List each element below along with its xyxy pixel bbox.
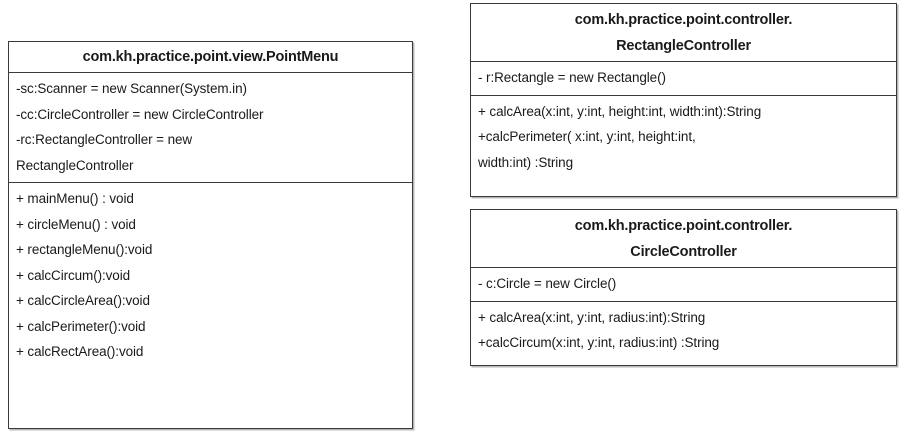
class-title-line: com.kh.practice.point.controller. [574,218,793,234]
attribute-row: - c:Circle = new Circle() [478,276,617,291]
method-row: + calcArea(x:int, y:int, radius:int):Str… [478,309,706,325]
method-row: +calcCircum(x:int, y:int, radius:int) :S… [478,335,720,350]
method-row: + calcCircleArea():void [16,293,150,308]
class-title-circlecontroller: com.kh.practice.point.controller. Circle… [471,210,896,268]
methods-compartment-circlecontroller: + calcArea(x:int, y:int, radius:int):Str… [471,300,896,360]
class-title-line: com.kh.practice.point.controller. [574,12,793,28]
attributes-compartment-circlecontroller: - c:Circle = new Circle() [471,268,896,301]
method-row: + calcPerimeter():void [16,318,146,334]
attribute-row-continuation: RectangleController [16,157,134,173]
method-row: + rectangleMenu():void [16,242,153,257]
methods-compartment-pointmenu: + mainMenu() : void + circleMenu() : voi… [9,182,412,369]
method-row: + circleMenu() : void [16,216,136,232]
methods-compartment-rectanglecontroller: + calcArea(x:int, y:int, height:int, wid… [471,94,896,180]
attribute-row: -cc:CircleController = new CircleControl… [16,106,264,122]
method-row: + calcArea(x:int, y:int, height:int, wid… [478,103,762,119]
class-title-line: com.kh.practice.point.view.PointMenu [82,49,339,65]
attribute-row: -rc:RectangleController = new [16,132,193,147]
method-row: + calcRectArea():void [16,344,144,359]
uml-class-circlecontroller: com.kh.practice.point.controller. Circle… [470,209,897,366]
class-title-pointmenu: com.kh.practice.point.view.PointMenu [9,42,412,73]
attribute-row: - r:Rectangle = new Rectangle() [478,70,666,85]
method-row: + calcCircum():void [16,267,130,283]
uml-class-rectanglecontroller: com.kh.practice.point.controller. Rectan… [470,3,897,197]
attribute-row: -sc:Scanner = new Scanner(System.in) [16,81,247,96]
attributes-compartment-pointmenu: -sc:Scanner = new Scanner(System.in) -cc… [9,73,412,182]
class-title-line: CircleController [630,244,737,260]
method-row: +calcPerimeter( x:int, y:int, height:int… [478,129,696,144]
attributes-compartment-rectanglecontroller: - r:Rectangle = new Rectangle() [471,62,896,95]
class-title-line: RectangleController [616,38,751,54]
uml-class-pointmenu: com.kh.practice.point.view.PointMenu -sc… [8,41,413,429]
method-row-continuation: width:int) :String [478,154,573,170]
method-row: + mainMenu() : void [16,191,134,206]
class-title-rectanglecontroller: com.kh.practice.point.controller. Rectan… [471,4,896,62]
